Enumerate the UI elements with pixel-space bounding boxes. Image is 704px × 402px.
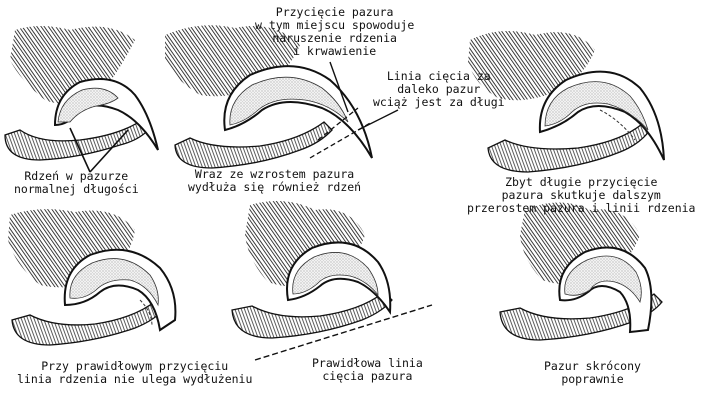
pointer-arrow <box>357 109 399 131</box>
panel-shortened <box>499 202 663 341</box>
pointer-arrow <box>329 61 349 113</box>
quick-line <box>139 299 153 327</box>
toe-pad <box>4 119 151 161</box>
caption-shortened: Pazur skrócony poprawnie <box>544 359 641 386</box>
toe-pad <box>231 291 393 339</box>
toe-pad <box>174 121 333 169</box>
quick <box>229 76 349 126</box>
toe-pad <box>499 293 663 341</box>
caption-overgrown: Zbyt długie przycięcie pazura skutkuje d… <box>467 175 696 215</box>
quick <box>69 258 159 307</box>
quick <box>544 81 649 131</box>
quick-line <box>599 109 636 141</box>
quick <box>57 87 119 123</box>
caption-normal: Rdzeń w pazurze normalnej długości <box>14 169 139 196</box>
toe-pad <box>487 123 651 173</box>
pointer-arrow <box>89 129 129 173</box>
panel-normal <box>4 26 159 173</box>
panel-growth <box>165 25 399 169</box>
cut-line-deep <box>317 107 359 141</box>
cut-line-proper <box>254 304 433 361</box>
panel-proper-line <box>231 201 433 361</box>
quick <box>564 255 642 303</box>
callout-cut-too-far: Linia cięcia za daleko pazur wciąż jest … <box>373 69 505 109</box>
pointer-arrow <box>69 127 91 173</box>
caption-growth: Wraz ze wzrostem pazura wydłuża się równ… <box>188 167 362 194</box>
toe-pad <box>11 299 166 346</box>
quick <box>292 252 379 297</box>
caption-proper-trim: Przy prawidłowym przycięciu linia rdzeni… <box>17 359 253 386</box>
callout-cut-too-deep: Przycięcie pazura w tym miejscu spowoduj… <box>255 5 415 58</box>
panel-overgrown <box>468 31 665 173</box>
caption-proper-line: Prawidłowa linia cięcia pazura <box>312 356 423 383</box>
panel-proper-trim <box>8 209 177 346</box>
